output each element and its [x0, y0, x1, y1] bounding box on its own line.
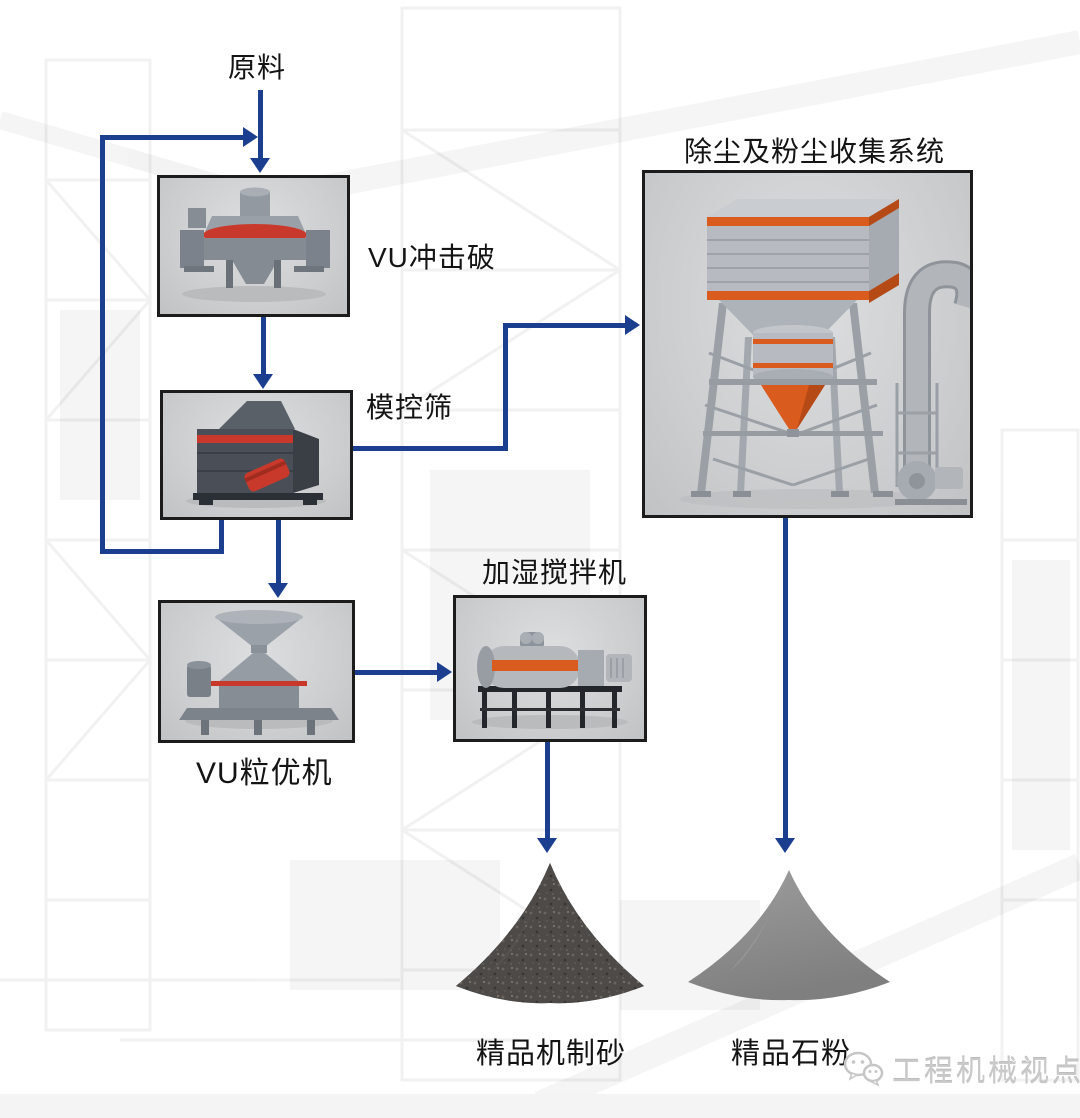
label-screen: 模控筛 [366, 392, 454, 423]
label-raw-material: 原料 [228, 52, 287, 83]
flow-line-feed [258, 90, 263, 162]
flow-line-shaper-to-mixer [354, 670, 439, 675]
watermark: 工程机械视点 [842, 1048, 1080, 1090]
arrowhead-mixer-to-sand [537, 838, 557, 853]
flow-line-recirc-bottom [100, 549, 224, 554]
humidifier-mixer-box [453, 595, 647, 742]
arrowhead-feed [250, 158, 270, 173]
bottom-strip [0, 1094, 1080, 1118]
product-piles [456, 863, 890, 1004]
shaping-machine-box [158, 600, 355, 743]
flow-line-screen-to-shaper [276, 519, 281, 585]
screen-box [160, 390, 353, 520]
label-stone-powder: 精品石粉 [731, 1038, 852, 1070]
wechat-logo-icon [843, 1051, 884, 1087]
label-impact-crusher: VU冲击破 [368, 242, 496, 273]
dust-collection-box [642, 170, 973, 518]
flow-line-screen-to-dust-3 [503, 323, 627, 328]
arrowhead-shaper-to-mixer [437, 662, 452, 682]
label-dust-collection: 除尘及粉尘收集系统 [684, 136, 946, 167]
flow-line-screen-to-dust-2 [503, 323, 508, 451]
stone-powder-pile [688, 870, 890, 1001]
flow-line-recirc-drop [219, 520, 224, 554]
arrowhead-recirc [243, 127, 258, 147]
humidifier-mixer-image [472, 632, 632, 729]
flow-line-screen-to-dust-1 [350, 446, 508, 451]
screen-image [186, 401, 326, 508]
label-shaping-machine: VU粒优机 [196, 757, 333, 790]
label-humidifier-mixer: 加湿搅拌机 [482, 557, 628, 588]
dust-collection-image [680, 199, 970, 509]
arrowhead-screen-to-dust [625, 315, 640, 335]
flow-line-recirc-vertical [100, 135, 105, 554]
label-machine-sand: 精品机制砂 [476, 1038, 627, 1070]
arrowhead-screen-to-shaper [268, 583, 288, 598]
flow-line-dust-to-powder [783, 517, 788, 841]
impact-crusher-box [157, 175, 350, 317]
machine-sand-pile [456, 863, 644, 1004]
watermark-text: 工程机械视点 [892, 1056, 1080, 1088]
flow-line-mixer-to-sand [545, 741, 550, 841]
arrowhead-crusher-to-screen [253, 374, 273, 389]
shaping-machine-image [179, 610, 339, 735]
flow-line-crusher-to-screen [261, 315, 266, 377]
flow-line-recirc-top [100, 135, 245, 140]
impact-crusher-image [180, 187, 330, 302]
arrowhead-dust-to-powder [775, 838, 795, 853]
